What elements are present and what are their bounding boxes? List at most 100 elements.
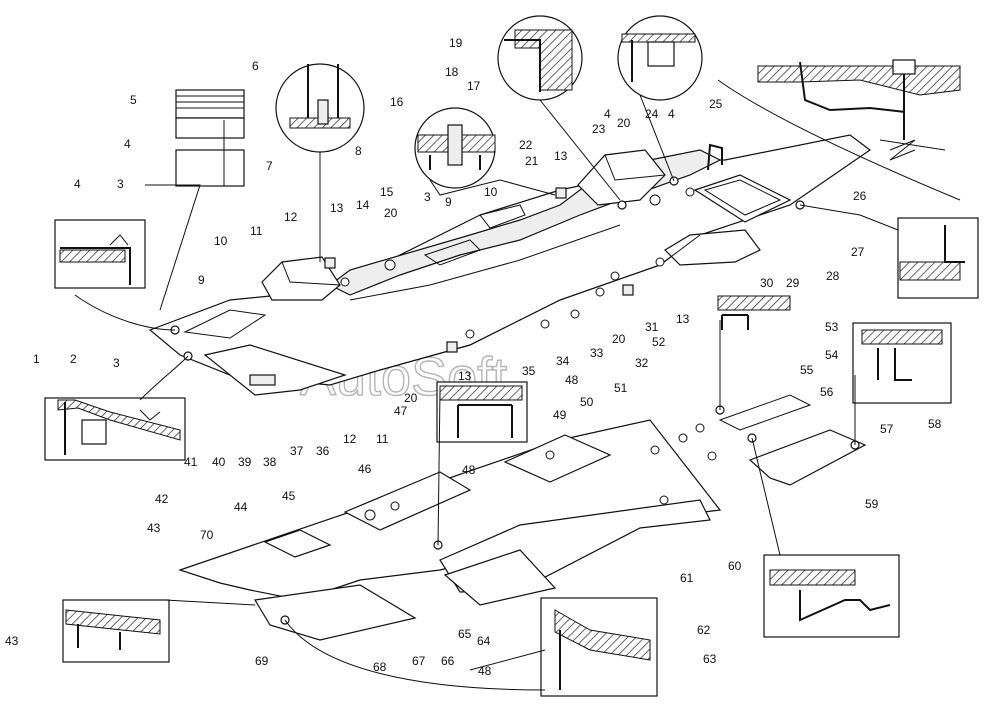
callout-8: 8 <box>355 144 362 158</box>
callout-51: 51 <box>614 381 628 395</box>
callout-45: 45 <box>282 489 296 503</box>
callout-48: 48 <box>462 463 476 477</box>
callout-31: 31 <box>645 320 659 334</box>
detail-circle-15-16-17 <box>414 107 496 189</box>
detail-inset-57-58 <box>852 322 952 404</box>
callout-17: 17 <box>467 79 481 93</box>
callout-40: 40 <box>212 455 226 469</box>
callout-36: 36 <box>316 444 330 458</box>
callout-43: 43 <box>147 521 161 535</box>
callout-67: 67 <box>412 654 426 668</box>
callout-7: 7 <box>266 159 273 173</box>
callout-48: 48 <box>565 373 579 387</box>
callout-20: 20 <box>384 206 398 220</box>
upper-floor-panel <box>148 134 872 396</box>
callout-58: 58 <box>928 417 942 431</box>
callout-29: 29 <box>786 276 800 290</box>
callout-13: 13 <box>330 201 344 215</box>
callout-4: 4 <box>74 177 81 191</box>
callout-41: 41 <box>184 455 198 469</box>
callout-24: 24 <box>645 107 659 121</box>
callout-13: 13 <box>458 369 472 383</box>
callout-60: 60 <box>728 559 742 573</box>
detail-inset-43 <box>62 599 170 663</box>
detail-inset-27 <box>897 217 979 299</box>
callout-9: 9 <box>198 273 205 287</box>
callout-13: 13 <box>554 149 568 163</box>
callout-13: 13 <box>676 312 690 326</box>
callout-2: 2 <box>70 352 77 366</box>
callout-53: 53 <box>825 320 839 334</box>
callout-33: 33 <box>590 346 604 360</box>
callout-54: 54 <box>825 348 839 362</box>
callout-4: 4 <box>668 107 675 121</box>
callout-49: 49 <box>553 408 567 422</box>
callout-10: 10 <box>484 185 498 199</box>
callout-32: 32 <box>635 356 649 370</box>
callout-27: 27 <box>851 245 865 259</box>
detail-inset-bottom-left <box>44 397 186 461</box>
callout-46: 46 <box>358 462 372 476</box>
detail-inset-lower-right <box>763 554 900 638</box>
callout-38: 38 <box>263 455 277 469</box>
callout-25: 25 <box>709 97 723 111</box>
callout-1: 1 <box>33 352 40 366</box>
callout-35: 35 <box>522 364 536 378</box>
callout-4: 4 <box>124 137 131 151</box>
callout-52: 52 <box>652 335 666 349</box>
callout-15: 15 <box>380 185 394 199</box>
callout-70: 70 <box>200 528 214 542</box>
callout-62: 62 <box>697 623 711 637</box>
callout-59: 59 <box>865 497 879 511</box>
callout-64: 64 <box>477 634 491 648</box>
callout-12: 12 <box>343 432 357 446</box>
callout-11: 11 <box>376 432 389 446</box>
detail-inset-52-53-54 <box>717 295 791 330</box>
callout-26: 26 <box>853 189 867 203</box>
callout-43: 43 <box>5 634 19 648</box>
callout-57: 57 <box>880 422 894 436</box>
callout-56: 56 <box>820 385 834 399</box>
callout-10: 10 <box>214 234 228 248</box>
callout-5: 5 <box>130 93 137 107</box>
callout-12: 12 <box>284 210 298 224</box>
callout-61: 61 <box>680 571 694 585</box>
callout-55: 55 <box>800 363 814 377</box>
callout-34: 34 <box>556 354 570 368</box>
callout-20: 20 <box>612 332 626 346</box>
detail-inset-5-4 <box>175 89 245 187</box>
callout-14: 14 <box>356 198 370 212</box>
callout-3: 3 <box>113 356 120 370</box>
callout-9: 9 <box>445 195 452 209</box>
callout-16: 16 <box>390 95 404 109</box>
callout-68: 68 <box>373 660 387 674</box>
callout-37: 37 <box>290 444 304 458</box>
callout-3: 3 <box>424 190 431 204</box>
callout-50: 50 <box>580 395 594 409</box>
detail-circle-4-24 <box>617 15 703 101</box>
callout-30: 30 <box>760 276 774 290</box>
callout-11: 11 <box>250 224 263 238</box>
callout-39: 39 <box>238 455 252 469</box>
detail-inset-top-left <box>54 219 146 289</box>
callout-21: 21 <box>525 154 539 168</box>
detail-inset-47-48 <box>436 381 528 443</box>
leader-lines <box>74 94 899 691</box>
callout-69: 69 <box>255 654 269 668</box>
detail-inset-62-63-64 <box>540 597 658 697</box>
callout-19: 19 <box>449 36 463 50</box>
callout-47: 47 <box>394 404 408 418</box>
callout-18: 18 <box>445 65 459 79</box>
callout-labels: 1 2 3 3 3 4 4 4 4 5 6 7 8 9 9 10 10 11 1… <box>5 36 942 678</box>
callout-44: 44 <box>234 500 248 514</box>
callout-4: 4 <box>604 107 611 121</box>
callout-22: 22 <box>519 138 533 152</box>
detail-section-26 <box>717 59 961 201</box>
callout-48: 48 <box>478 664 492 678</box>
callout-28: 28 <box>826 269 840 283</box>
callout-23: 23 <box>592 122 606 136</box>
detail-circle-18-19-22 <box>497 15 583 101</box>
callout-63: 63 <box>703 652 717 666</box>
callout-42: 42 <box>155 492 169 506</box>
